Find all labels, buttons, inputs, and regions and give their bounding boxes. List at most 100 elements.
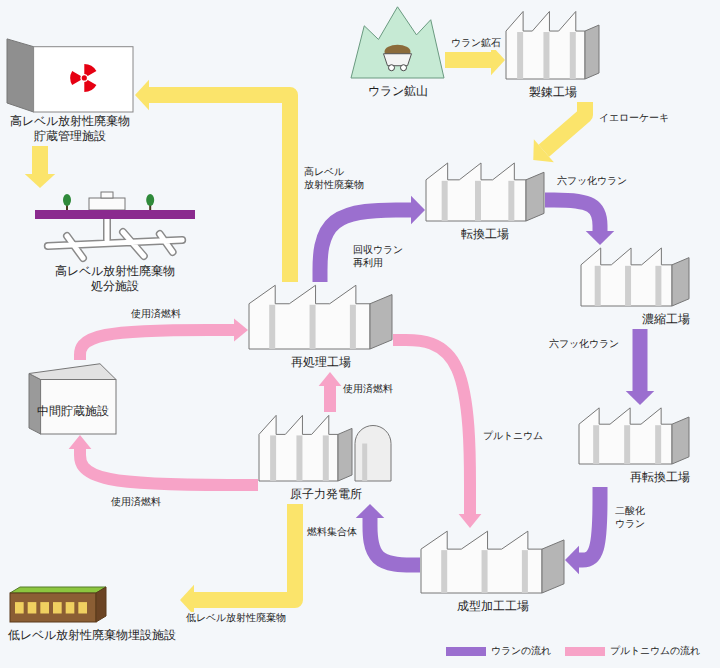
drawing-part xyxy=(96,587,106,622)
flow-arrow xyxy=(320,196,425,282)
flow-arrow xyxy=(69,435,258,485)
arrow-head xyxy=(626,391,655,405)
drawing-part xyxy=(29,364,116,380)
flow-arrow-body xyxy=(80,330,234,360)
label-holder: 転換工場 xyxy=(425,223,545,242)
drawing-part xyxy=(89,198,125,210)
flow-arrow-body xyxy=(32,146,48,174)
drawing-part xyxy=(482,550,488,593)
drawing-part xyxy=(362,444,367,482)
drawing-part xyxy=(66,602,75,613)
drawing-part xyxy=(506,11,585,79)
drawing-part xyxy=(35,210,195,219)
drawing-part xyxy=(579,408,672,464)
flow-arrow-body xyxy=(544,102,585,151)
drawing-part xyxy=(370,295,392,349)
drawing-part xyxy=(259,415,352,481)
flow-label: 高レベル 放射性廃棄物 xyxy=(303,166,373,191)
drawing-part xyxy=(338,428,352,481)
drawing-part xyxy=(672,417,689,464)
label-holder: 高レベル放射性廃棄物 貯蔵管理施設 xyxy=(5,114,135,144)
drawing-part xyxy=(542,540,564,593)
facility-node: 高レベル放射性廃棄物 貯蔵管理施設 xyxy=(5,35,135,146)
flow-arrow-body xyxy=(445,52,491,68)
drawing-part xyxy=(672,258,689,306)
flow-label: 燃料集合体 xyxy=(306,526,358,539)
drawing-part xyxy=(310,305,316,349)
facility-node: 高レベル放射性廃棄物 処分施設 xyxy=(35,188,195,296)
drawing-part xyxy=(270,435,276,481)
facility-label: 低レベル放射性廃棄物埋設施設 xyxy=(8,628,176,643)
flow-arrow-body xyxy=(393,340,470,514)
arrow-head xyxy=(411,196,425,225)
flow-label: 使用済燃料 xyxy=(110,496,162,509)
flow-arrow xyxy=(180,504,295,615)
label-holder: 原子力発電所 xyxy=(258,483,393,502)
drawing-part xyxy=(15,602,24,613)
facility-label: 原子力発電所 xyxy=(290,487,362,502)
arrow-head xyxy=(319,372,342,386)
facility-label: 再処理工場 xyxy=(291,355,351,370)
drawing-part xyxy=(355,426,391,482)
legend-item: ウランの流れ xyxy=(446,644,551,658)
label-holder: ウラン鉱山 xyxy=(350,80,445,99)
drawing-part xyxy=(389,65,395,71)
drawing-part xyxy=(522,550,528,593)
flow-label: 二酸化 ウラン xyxy=(614,505,652,530)
drawing-part xyxy=(34,47,133,112)
facility-node: 濃縮工場 xyxy=(580,245,690,329)
drawing-part xyxy=(593,425,599,464)
facility-illustration xyxy=(8,585,108,623)
drawing-part xyxy=(269,305,275,349)
label-holder: 製錬工場 xyxy=(505,81,600,100)
arrow-head xyxy=(234,319,248,342)
drawing-part xyxy=(323,435,329,481)
drawing-part xyxy=(101,192,113,198)
flow-arrow-body xyxy=(633,329,648,391)
flow-arrow xyxy=(135,80,290,282)
facility-illustration xyxy=(580,245,690,307)
drawing-part xyxy=(53,602,62,613)
flow-arrow xyxy=(393,340,481,528)
facility-node: ウラン鉱山 xyxy=(350,3,445,101)
label-holder: 低レベル放射性廃棄物埋設施設 xyxy=(8,624,180,643)
drawing-part xyxy=(543,32,549,79)
label-holder: 成型加工工場 xyxy=(420,595,565,614)
flow-arrow xyxy=(533,102,585,162)
arrow-head xyxy=(180,585,194,615)
drawing-part xyxy=(10,587,106,593)
legend-label: ウランの流れ xyxy=(491,644,551,658)
flow-label: イエローケーキ xyxy=(598,112,670,125)
facility-illustration xyxy=(505,8,600,80)
facility-node: 低レベル放射性廃棄物埋設施設 xyxy=(8,585,180,645)
arrow-head xyxy=(533,139,554,162)
facility-label: 製錬工場 xyxy=(529,85,577,100)
label-holder: 再転換工場 xyxy=(578,466,690,485)
flow-label: 使用済燃料 xyxy=(130,308,182,321)
arrow-head xyxy=(356,504,385,518)
drawing-part xyxy=(655,425,661,464)
label-holder: 高レベル放射性廃棄物 処分施設 xyxy=(35,264,195,294)
flow-arrow-body xyxy=(324,386,336,412)
drawing-part xyxy=(70,64,96,92)
facility-label: 高レベル放射性廃棄物 貯蔵管理施設 xyxy=(5,114,135,144)
flow-arrow xyxy=(356,504,420,565)
drawing-part xyxy=(63,194,71,206)
facility-illustration xyxy=(350,3,445,79)
drawing-part xyxy=(350,305,356,349)
drawing-part xyxy=(78,602,87,613)
flow-arrow-body xyxy=(579,487,600,560)
flow-arrow-body xyxy=(194,504,295,600)
drawing-part xyxy=(421,531,542,593)
label-holder: 濃縮工場 xyxy=(580,308,690,327)
drawing-part xyxy=(249,285,370,349)
drawing-part xyxy=(570,32,576,79)
flow-arrow xyxy=(25,146,55,188)
flow-label: 使用済燃料 xyxy=(342,383,394,396)
drawing-part xyxy=(581,248,672,306)
flow-arrow-body xyxy=(80,449,258,485)
drawing-part xyxy=(84,64,96,76)
flow-label: ウラン鉱石 xyxy=(450,37,502,50)
drawing-part xyxy=(7,39,34,112)
